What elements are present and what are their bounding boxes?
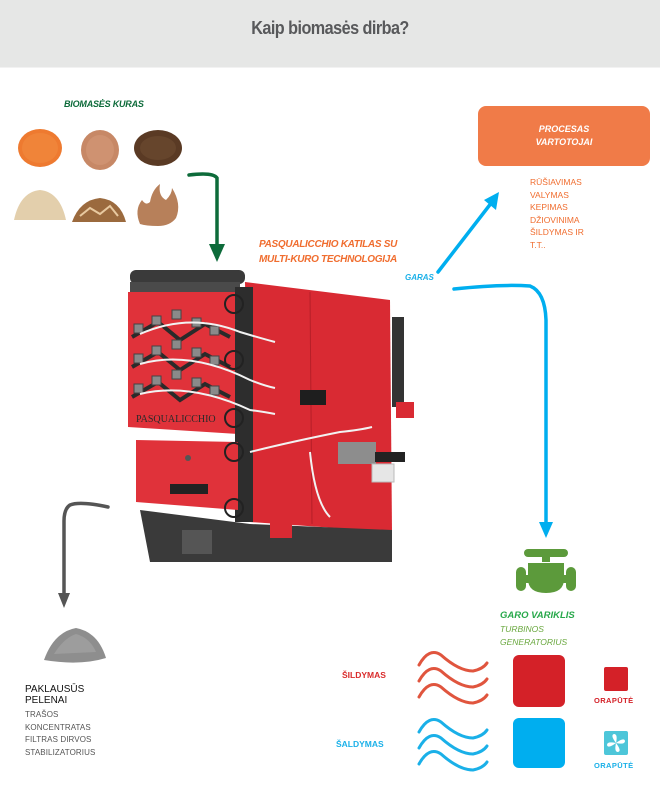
steam-arrows	[436, 192, 553, 538]
boiler-door-slot	[170, 484, 208, 494]
air-blower-cooling-label: ORAPŪTĖ	[594, 761, 634, 770]
boiler-door-knob	[185, 455, 191, 461]
boiler-handwheels	[224, 294, 244, 518]
fuel-label: BIOMASĖS KURAS	[64, 99, 144, 109]
fuel-sand-powder	[14, 190, 66, 220]
air-blower-heating-icon	[604, 667, 628, 691]
boiler-top-pipe	[130, 270, 245, 284]
boiler-motor-1	[396, 402, 414, 418]
boiler-label-line1: PASQUALICCHIO KATILAS SU	[259, 239, 397, 250]
steam-label: GARAS	[405, 273, 434, 282]
engine-subtitles: TURBINOS GENERATORIUS	[500, 623, 567, 648]
heating-unit-icon	[513, 655, 565, 707]
boiler-label: PASQUALICCHIO KATILAS SU MULTI-KURO TECH…	[259, 237, 397, 267]
shell-detail	[79, 204, 119, 217]
fuel-sawdust-highlight	[86, 135, 114, 165]
list-item: RŪŠIAVIMAS	[530, 177, 582, 187]
heating-label: ŠILDYMAS	[342, 670, 386, 680]
header-banner: Kaip biomasės dirba?	[0, 0, 660, 68]
steam-to-engine-arrowhead	[539, 522, 553, 538]
list-item: VALYMAS	[530, 189, 569, 200]
boiler-brand: PASQUALICCHIO	[136, 414, 216, 425]
boiler-back-box	[392, 317, 404, 407]
list-item: T.T..	[530, 239, 546, 250]
fuel-orange-highlight	[22, 133, 58, 163]
boiler-control-box	[300, 390, 326, 405]
boiler-cables	[139, 321, 373, 518]
cooling-unit-icon	[513, 718, 565, 768]
heating-waves-icon	[417, 651, 489, 705]
list-item: DŽIOVINIMA	[530, 214, 580, 225]
fuel-chips-highlight	[140, 136, 176, 160]
list-item: STABILIZATORIUS	[25, 747, 96, 757]
fuel-flame-sawdust	[137, 184, 179, 226]
boiler-bracket	[338, 442, 376, 464]
steam-engine-icon	[516, 549, 576, 593]
list-item: KONCENTRATAS	[25, 722, 91, 732]
boiler-seam	[309, 291, 313, 525]
process-list: RŪŠIAVIMAS VALYMAS KEPIMAS DŽIOVINIMA ŠI…	[530, 176, 584, 251]
page-title: Kaip biomasės dirba?	[251, 18, 409, 38]
burner-nozzles	[133, 309, 220, 396]
ash-title: PAKLAUSŪS PELENAI	[25, 684, 84, 706]
fuel-nut-shells	[72, 198, 126, 222]
cooling-waves-icon	[417, 718, 489, 772]
boiler-base-hatch	[182, 530, 212, 554]
fuel-feed-arrow	[187, 172, 225, 262]
ash-uses-list: TRAŠOS KONCENTRATAS FILTRAS DIRVOS STABI…	[25, 709, 95, 759]
cooling-label: ŠALDYMAS	[336, 739, 384, 749]
boiler-junction-box	[371, 463, 395, 483]
boiler-motor-3	[352, 512, 374, 528]
boiler-frame-column	[235, 287, 253, 522]
list-item: ŠILDYMAS IR	[530, 227, 584, 237]
steam-to-engine-arrow	[452, 283, 548, 526]
process-title-line2: VARTOTOJAI	[535, 137, 593, 147]
boiler-side-panel	[245, 282, 392, 532]
engine-sub-turbines: TURBINOS	[500, 624, 544, 634]
process-consumers-box: PROCESAS VARTOTOJAI	[478, 106, 650, 166]
fan-icon	[604, 731, 628, 755]
boiler-image: PASQUALICCHIO	[128, 270, 414, 562]
ash-title-line2: PELENAI	[25, 695, 68, 706]
boiler-motor-2	[270, 522, 292, 538]
fuel-samples	[14, 129, 182, 226]
boiler-burner-pipe	[375, 452, 405, 462]
steam-to-process-arrow	[436, 200, 494, 274]
list-item: TRAŠOS	[25, 710, 59, 719]
ash-title-line1: PAKLAUSŪS	[25, 684, 85, 695]
ash-pile	[44, 628, 106, 663]
boiler-label-line2: MULTI-KURO TECHNOLOGIJA	[259, 254, 397, 265]
engine-sub-generators: GENERATORIUS	[500, 636, 568, 647]
boiler-ash-door	[136, 440, 238, 510]
air-blower-heating-label: ORAPŪTĖ	[594, 696, 634, 705]
ash-arrow	[58, 501, 110, 608]
list-item: KEPIMAS	[530, 202, 568, 212]
list-item: FILTRAS DIRVOS	[25, 735, 92, 744]
boiler-top-frame	[130, 282, 240, 294]
engine-title: GARO VARIKLIS	[500, 610, 575, 621]
process-title-line1: PROCESAS	[538, 124, 590, 134]
steam-to-process-arrowhead	[484, 192, 499, 210]
